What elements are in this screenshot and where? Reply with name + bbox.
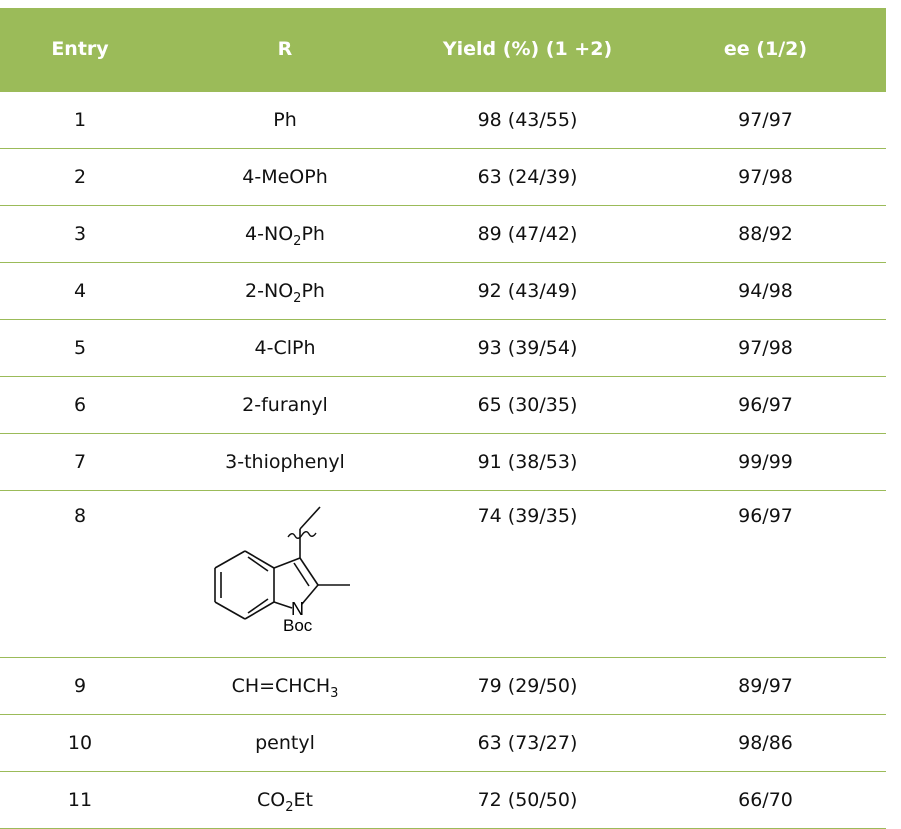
bond-line [244, 601, 275, 620]
bond-line [301, 584, 319, 605]
r-cell: 3-thiophenyl [225, 451, 345, 473]
r-cell: 4-ClPh [254, 337, 316, 359]
r-cell: Ph [273, 109, 297, 131]
bond-line [293, 562, 310, 587]
table-header: Entry R Yield (%) (1 +2) ee (1/2) [0, 8, 886, 92]
table-row: 2 4-MeOPh 63 (24/39) 97/98 [0, 149, 886, 206]
table-row: 4 2-NO2Ph 92 (43/49) 94/98 [0, 263, 886, 320]
header-ee: ee (1/2) [723, 38, 808, 60]
entry-cell: 2 [73, 166, 87, 188]
yield-cell: 92 (43/49) [477, 280, 578, 302]
ee-cell: 98/86 [738, 732, 793, 754]
yield-cell: 79 (29/50) [477, 675, 578, 697]
bond-line [214, 601, 246, 620]
bond-line [273, 557, 301, 569]
table-row: 10 pentyl 63 (73/27) 98/86 [0, 715, 886, 772]
ee-cell: 66/70 [738, 789, 793, 811]
ee-cell: 88/92 [738, 223, 793, 245]
yield-cell: 63 (24/39) [477, 166, 578, 188]
yield-cell: 93 (39/54) [477, 337, 578, 359]
table-row: 3 4-NO2Ph 89 (47/42) 88/92 [0, 206, 886, 263]
atom-boc-label: Boc [283, 616, 313, 633]
yield-cell: 89 (47/42) [477, 223, 578, 245]
header-r: R [277, 38, 293, 60]
wavy-bond-icon [287, 531, 317, 539]
table-row: 1 Ph 98 (43/55) 97/97 [0, 92, 886, 149]
bond-line [214, 550, 246, 569]
ee-cell: 89/97 [738, 675, 793, 697]
entry-cell: 9 [73, 675, 87, 697]
entry-cell: 6 [73, 394, 87, 416]
ee-cell: 94/98 [738, 280, 793, 302]
r-cell: CH=CHCH3 [231, 675, 339, 701]
ee-cell: 97/98 [738, 337, 793, 359]
entry-cell: 3 [73, 223, 87, 245]
bond-line [247, 556, 269, 572]
entry-cell: 7 [73, 451, 87, 473]
ee-cell: 96/97 [738, 505, 793, 527]
ee-cell: 96/97 [738, 394, 793, 416]
entry-cell: 11 [67, 789, 93, 811]
table-row: 7 3-thiophenyl 91 (38/53) 99/99 [0, 434, 886, 491]
bond-line [273, 601, 293, 609]
r-cell: CO2Et [257, 789, 313, 815]
table-row: 5 4-ClPh 93 (39/54) 97/98 [0, 320, 886, 377]
yield-cell: 91 (38/53) [477, 451, 578, 473]
yield-cell: 63 (73/27) [477, 732, 578, 754]
r-cell: 4-MeOPh [242, 166, 328, 188]
bond-line [247, 598, 269, 614]
table-row: 11 CO2Et 72 (50/50) 66/70 [0, 772, 886, 829]
bond-line [299, 506, 321, 530]
entry-cell: 1 [73, 109, 87, 131]
header-yield: Yield (%) (1 +2) [442, 38, 613, 60]
ee-cell: 97/98 [738, 166, 793, 188]
ee-cell: 97/97 [738, 109, 793, 131]
header-entry: Entry [51, 38, 109, 60]
bond-line [244, 550, 275, 569]
bond-line [299, 557, 319, 586]
entry-cell: 5 [73, 337, 87, 359]
yield-cell: 72 (50/50) [477, 789, 578, 811]
atom-n-label: N [291, 599, 304, 619]
table-row: 6 2-furanyl 65 (30/35) 96/97 [0, 377, 886, 434]
r-cell: 2-furanyl [242, 394, 328, 416]
r-cell: pentyl [255, 732, 315, 754]
yield-cell: 65 (30/35) [477, 394, 578, 416]
table-body: 1 Ph 98 (43/55) 97/97 2 4-MeOPh 63 (24/3… [0, 92, 886, 829]
ee-cell: 99/99 [738, 451, 793, 473]
yield-cell: 98 (43/55) [477, 109, 578, 131]
results-table: Entry R Yield (%) (1 +2) ee (1/2) 1 Ph 9… [0, 8, 886, 829]
table-row: 9 CH=CHCH3 79 (29/50) 89/97 [0, 658, 886, 715]
r-cell: 4-NO2Ph [245, 223, 325, 249]
entry-cell: 8 [73, 505, 87, 527]
entry-cell: 10 [67, 732, 93, 754]
r-cell: 2-NO2Ph [245, 280, 325, 306]
entry-cell: 4 [73, 280, 87, 302]
yield-cell: 74 (39/35) [477, 505, 578, 527]
